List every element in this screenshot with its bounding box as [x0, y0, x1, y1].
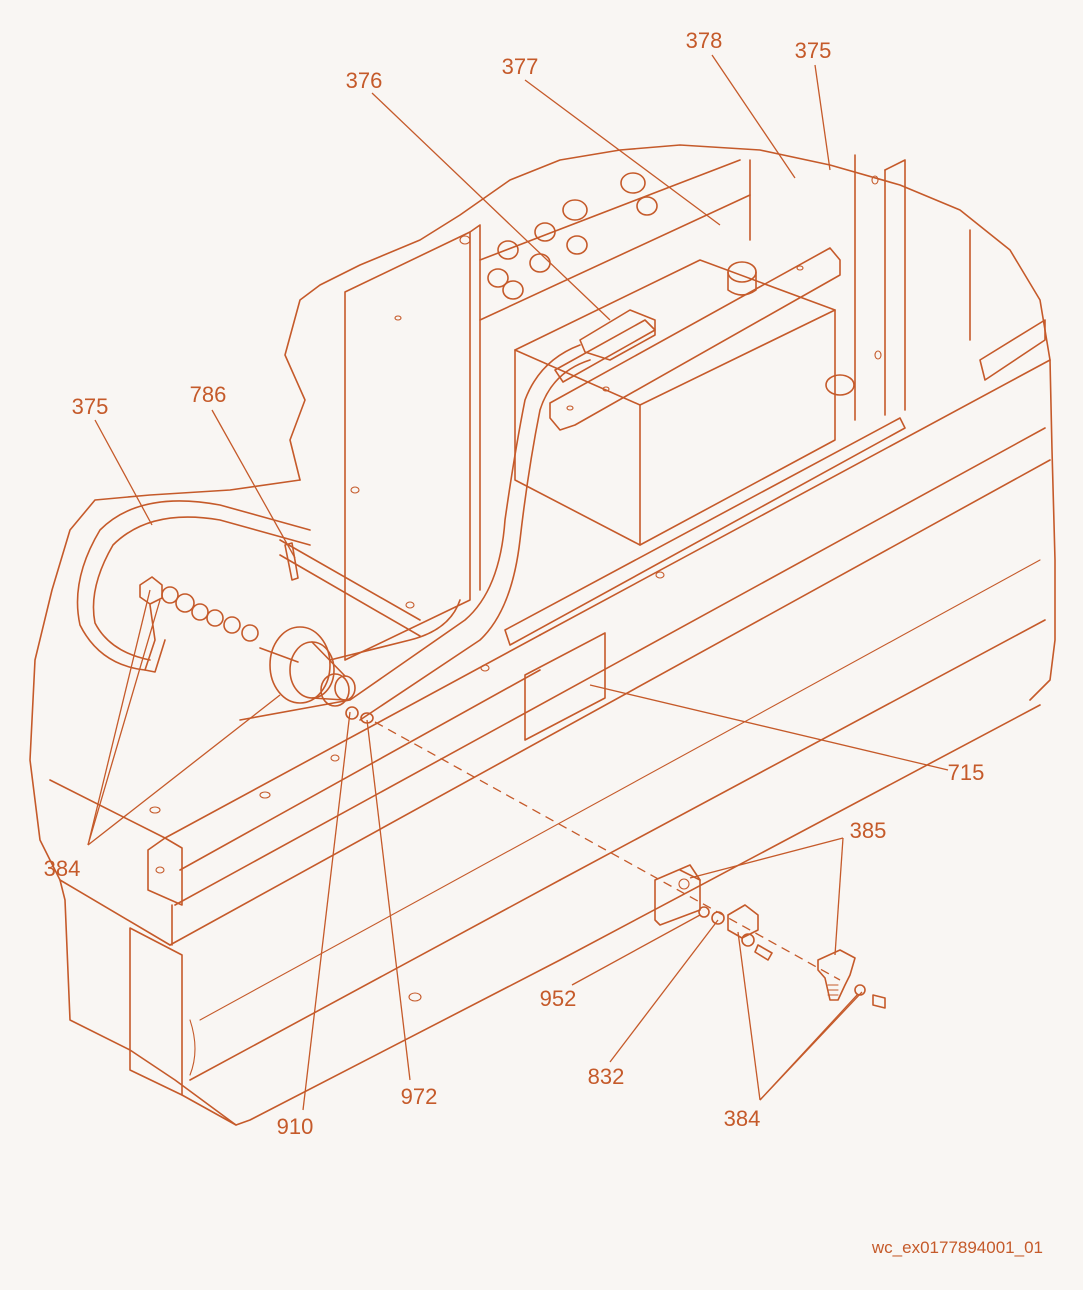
cable-375-loop	[76, 500, 421, 671]
callout-384-left: 384	[44, 856, 81, 881]
callout-832: 832	[588, 1064, 625, 1089]
mounting-bar	[549, 247, 841, 431]
assembly-axis	[374, 721, 841, 981]
callout-377: 377	[502, 54, 539, 79]
connector-376	[579, 309, 656, 361]
figure-reference: wc_ex0177894001_01	[871, 1238, 1043, 1257]
housing-outline	[29, 144, 1056, 1126]
battery-cables	[239, 344, 591, 721]
callout-972: 972	[401, 1084, 438, 1109]
callout-376: 376	[346, 68, 383, 93]
hardware-stack	[698, 904, 773, 961]
terminal-stack	[139, 576, 259, 673]
callout-715: 715	[948, 760, 985, 785]
callout-385: 385	[850, 818, 887, 843]
label-plate	[524, 632, 606, 741]
rail-channel	[504, 319, 1046, 646]
inner-plate	[344, 224, 481, 661]
callout-378: 378	[686, 28, 723, 53]
callout-375-top: 375	[795, 38, 832, 63]
switch-hub	[259, 626, 356, 707]
bracket-385	[654, 864, 701, 926]
battery-block	[514, 259, 855, 546]
box-body	[49, 359, 1051, 1126]
callout-384-bottom: 384	[724, 1106, 761, 1131]
callout-952: 952	[540, 986, 577, 1011]
callout-786: 786	[190, 382, 227, 407]
callout-375-left: 375	[72, 394, 109, 419]
callout-910: 910	[277, 1114, 314, 1139]
uprights	[854, 154, 971, 421]
lug-terminal	[817, 949, 886, 1009]
rear-tubing	[479, 159, 751, 321]
leader-lines	[87, 54, 949, 1111]
